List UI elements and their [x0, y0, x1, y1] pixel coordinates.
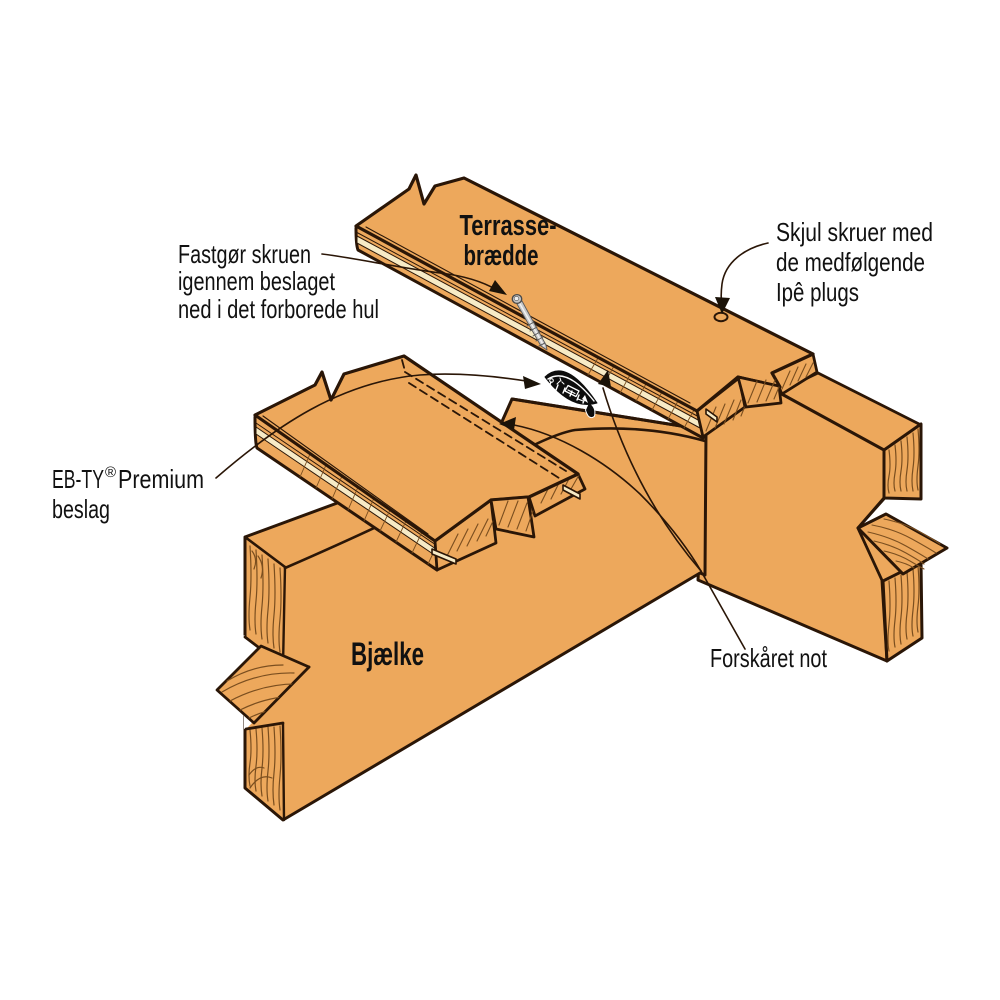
svg-text:Fastgør skruen: Fastgør skruen	[178, 239, 311, 269]
svg-text:Ipê plugs: Ipê plugs	[776, 277, 859, 307]
svg-text:®: ®	[105, 464, 116, 481]
svg-text:Bjælke: Bjælke	[351, 636, 424, 672]
svg-text:Premium: Premium	[118, 464, 204, 494]
svg-text:brædde: brædde	[464, 240, 539, 272]
svg-text:Terrasse-: Terrasse-	[460, 210, 557, 242]
svg-text:beslag: beslag	[52, 494, 110, 524]
svg-text:Skjul skruer med: Skjul skruer med	[776, 217, 933, 247]
svg-text:Forskåret not: Forskåret not	[710, 643, 828, 673]
svg-text:de medfølgende: de medfølgende	[776, 247, 925, 277]
svg-text:ned i det forborede hul: ned i det forborede hul	[178, 294, 379, 324]
svg-text:igennem beslaget: igennem beslaget	[178, 266, 336, 296]
svg-text:EB-TY: EB-TY	[52, 464, 104, 494]
